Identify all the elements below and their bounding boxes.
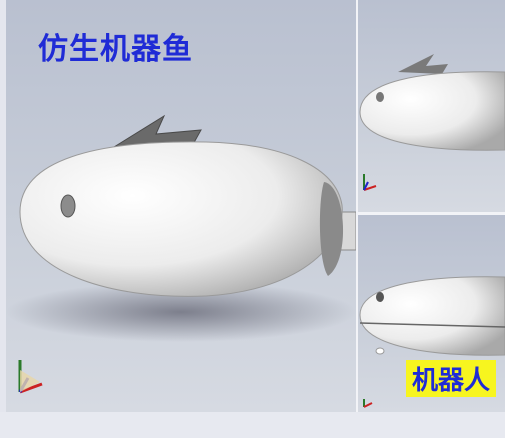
fish-model-bottom <box>359 276 505 408</box>
robot-label: 机器人 <box>406 360 497 397</box>
axis-triad-icon <box>363 174 377 191</box>
page-title: 仿生机器鱼 <box>38 32 193 67</box>
bottom-strip <box>0 412 505 438</box>
axis-triad-icon <box>363 399 373 408</box>
top-right-viewport[interactable] <box>358 0 505 215</box>
fish-body <box>19 141 343 297</box>
axis-triad-icon <box>18 360 43 394</box>
fish-shadow <box>6 282 356 342</box>
dorsal-fin-small <box>398 54 448 74</box>
body-seam <box>359 322 505 328</box>
fish-eye-side <box>376 92 384 102</box>
main-viewport[interactable]: 仿生机器鱼 <box>6 0 358 412</box>
fish-eye <box>60 194 76 218</box>
fish-model-main <box>6 114 356 394</box>
rear-opening <box>319 182 344 276</box>
fish-model-side <box>359 54 505 191</box>
fish-eye-bottom <box>376 292 384 302</box>
bottom-right-viewport[interactable]: 机器人 <box>358 215 505 412</box>
fish-body-bottom <box>359 276 505 356</box>
lower-port <box>375 347 385 355</box>
fish-body-side <box>359 71 505 151</box>
